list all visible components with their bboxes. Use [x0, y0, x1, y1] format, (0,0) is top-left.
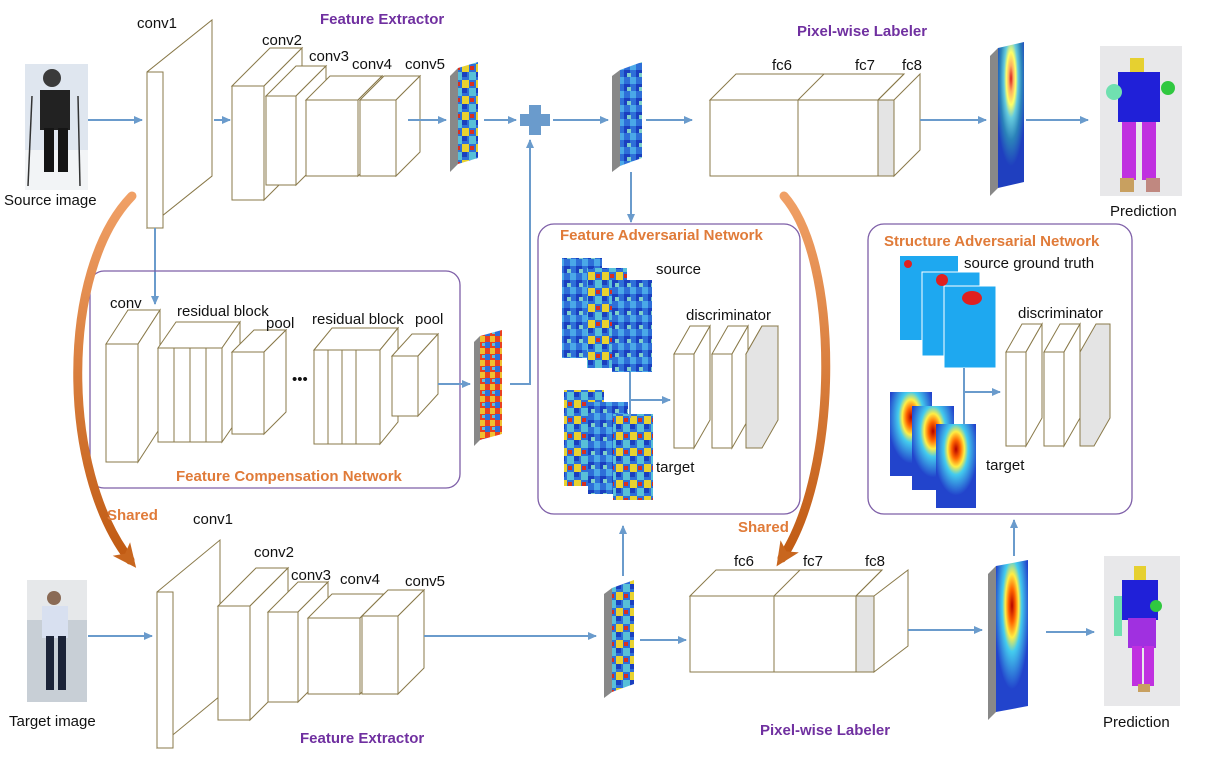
conv3-top-label: conv3	[309, 48, 349, 65]
pixel-labeler-bottom-title: Pixel-wise Labeler	[760, 722, 890, 739]
compensation-feature-map	[474, 330, 502, 446]
fused-feature-map	[612, 62, 642, 172]
fcn-residual-label-2: residual block	[312, 311, 404, 328]
fc-top-block	[708, 72, 921, 178]
conv4-bottom-label: conv4	[340, 571, 380, 588]
conv1-bottom-layer	[156, 538, 221, 750]
heatmap-top	[990, 42, 1024, 196]
feature-compensation-frame	[89, 270, 461, 489]
feature-extractor-bottom-title: Feature Extractor	[300, 730, 424, 747]
fc7-bottom-label: fc7	[803, 553, 823, 570]
conv3-bottom-label: conv3	[291, 567, 331, 584]
fc8-bottom-label: fc8	[865, 553, 885, 570]
feature-extractor-top-title: Feature Extractor	[320, 11, 444, 28]
shared-arrow-right	[776, 191, 831, 567]
fan-discriminator-label: discriminator	[686, 307, 771, 324]
fan-source-label: source	[656, 261, 701, 278]
fcn-pool-label-2: pool	[415, 311, 443, 328]
fcn-residual-block-1	[157, 320, 241, 444]
fc-bottom-block	[688, 568, 909, 674]
fc6-bottom-label: fc6	[734, 553, 754, 570]
conv5-top-label: conv5	[405, 56, 445, 73]
fan-discriminator	[673, 324, 779, 450]
plus-icon	[520, 105, 550, 135]
feature-adversarial-frame	[537, 223, 801, 515]
shared-arrow-left	[73, 191, 137, 568]
prediction-bottom-label: Prediction	[1103, 714, 1170, 731]
shared-left-label: Shared	[107, 507, 158, 524]
conv5-top-layer	[358, 74, 422, 178]
fcn-residual-label-1: residual block	[177, 303, 269, 320]
fcn-pool-label-1: pool	[266, 315, 294, 332]
fan-target-label: target	[656, 459, 695, 476]
source-image-label: Source image	[4, 192, 97, 209]
source-image	[25, 64, 88, 190]
conv1-top-layer	[146, 18, 213, 230]
fc6-top-label: fc6	[772, 57, 792, 74]
conv1-top-label: conv1	[137, 15, 177, 32]
prediction-top-image	[1100, 46, 1182, 196]
san-target-maps	[890, 392, 976, 508]
fan-target-maps	[564, 390, 653, 500]
structure-adversarial-title: Structure Adversarial Network	[884, 233, 1100, 250]
structure-adversarial-frame	[867, 223, 1133, 515]
fcn-ellipsis: •••	[292, 371, 308, 388]
prediction-top-label: Prediction	[1110, 203, 1177, 220]
prediction-bottom-image	[1104, 556, 1180, 706]
fcn-residual-block-2	[312, 326, 400, 446]
conv5-bottom-label: conv5	[405, 573, 445, 590]
fcn-conv-label: conv	[110, 295, 142, 312]
arrow-fcn-to-plus	[510, 139, 534, 385]
san-discriminator-label: discriminator	[1018, 305, 1103, 322]
target-image-label: Target image	[9, 713, 96, 730]
fc7-top-label: fc7	[855, 57, 875, 74]
san-source-gt-label: source ground truth	[964, 255, 1094, 272]
san-discriminator	[1005, 322, 1111, 448]
feature-map-top	[450, 62, 478, 172]
fc8-top-label: fc8	[902, 57, 922, 74]
conv5-bottom-layer	[360, 588, 426, 696]
fcn-conv-layer	[105, 308, 161, 464]
pixel-labeler-top-title: Pixel-wise Labeler	[797, 23, 927, 40]
conv4-top-label: conv4	[352, 56, 392, 73]
san-source-gt-maps	[900, 256, 997, 369]
shared-right-label: Shared	[738, 519, 789, 536]
target-feature-map	[604, 580, 634, 698]
conv2-bottom-label: conv2	[254, 544, 294, 561]
heatmap-bottom	[988, 560, 1028, 720]
target-image	[27, 580, 87, 702]
san-target-label: target	[986, 457, 1025, 474]
feature-compensation-title: Feature Compensation Network	[176, 468, 403, 485]
conv2-top-label: conv2	[262, 32, 302, 49]
feature-adversarial-title: Feature Adversarial Network	[560, 227, 764, 244]
fcn-pool-2	[390, 332, 440, 418]
fcn-pool-1	[230, 328, 288, 436]
fan-source-maps	[562, 258, 652, 372]
conv1-bottom-label: conv1	[193, 511, 233, 528]
